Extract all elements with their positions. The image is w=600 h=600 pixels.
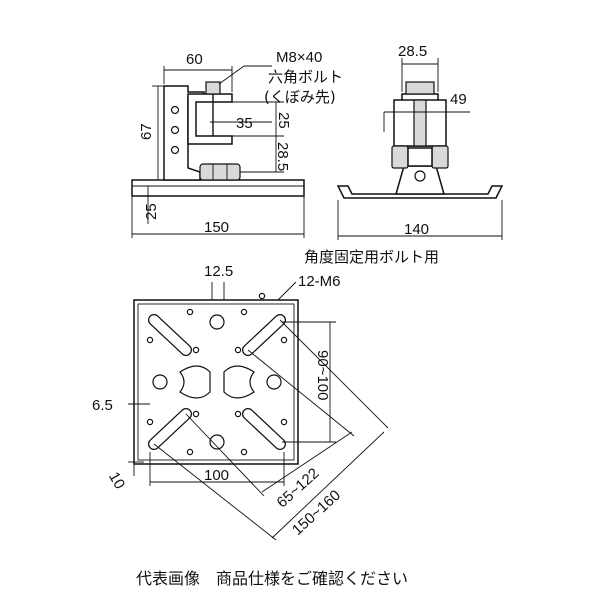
bolt-spec-line1: M8×40	[276, 49, 322, 66]
dim-front-top-width: 28.5	[398, 43, 427, 60]
plan-slot-bl	[148, 408, 192, 450]
side-view: 60 M8×40 六角ボルト (くぼみ先) 67 35 25 28.5 25 1…	[131, 49, 343, 238]
side-nut	[199, 163, 241, 181]
front-bolt-head	[405, 81, 435, 95]
plan-cutout-left	[179, 365, 211, 399]
dim-plan-hole-dia: 6.5	[92, 397, 113, 414]
side-bolt-head	[205, 81, 221, 95]
front-nut-right	[431, 145, 449, 169]
front-bolt-shaft	[413, 99, 427, 147]
front-view: 28.5 49 140	[336, 43, 504, 240]
dim-side-upper: 25	[275, 112, 292, 129]
front-base-plate	[336, 185, 504, 199]
bolt-spec-line3: (くぼみ先)	[264, 88, 336, 106]
plan-hole-bottom	[209, 434, 225, 450]
plan-hole-right	[266, 374, 282, 390]
plan-slot-tl	[148, 314, 192, 356]
dim-plan-hole-pitch: 12.5	[204, 263, 233, 280]
plan-slot-tr	[242, 314, 286, 356]
plan-holes-spec: 12-M6	[298, 273, 341, 290]
caption: 代表画像 商品仕様をご確認ください	[136, 569, 408, 588]
dim-base-width-side: 150	[204, 219, 229, 236]
dim-plan-edge: 10	[105, 469, 128, 492]
dim-plan-slot-v: 90~100	[314, 350, 331, 400]
side-clamp	[187, 93, 233, 145]
dim-side-width: 60	[186, 51, 203, 68]
plan-hole-left	[152, 374, 168, 390]
plan-hole-top	[209, 314, 225, 330]
plan-note: 角度固定用ボルト用	[304, 248, 439, 266]
bolt-spec-line2: 六角ボルト	[268, 68, 343, 86]
plan-view: 角度固定用ボルト用 12.5 12-M6	[92, 248, 439, 541]
dim-base-thickness: 25	[143, 203, 160, 220]
side-base-plate	[131, 179, 305, 197]
front-nut-left	[391, 145, 409, 169]
dim-base-width-front: 140	[404, 221, 429, 238]
plan-slot-br	[242, 408, 286, 450]
plan-m6-holes	[146, 292, 288, 456]
dim-front-height: 49	[450, 91, 467, 108]
dim-plan-pitch: 100	[204, 467, 229, 484]
plan-cutout-right	[223, 365, 255, 399]
dim-side-lower: 28.5	[274, 142, 291, 171]
dim-side-gap: 35	[236, 115, 253, 132]
dim-side-height: 67	[138, 123, 155, 140]
